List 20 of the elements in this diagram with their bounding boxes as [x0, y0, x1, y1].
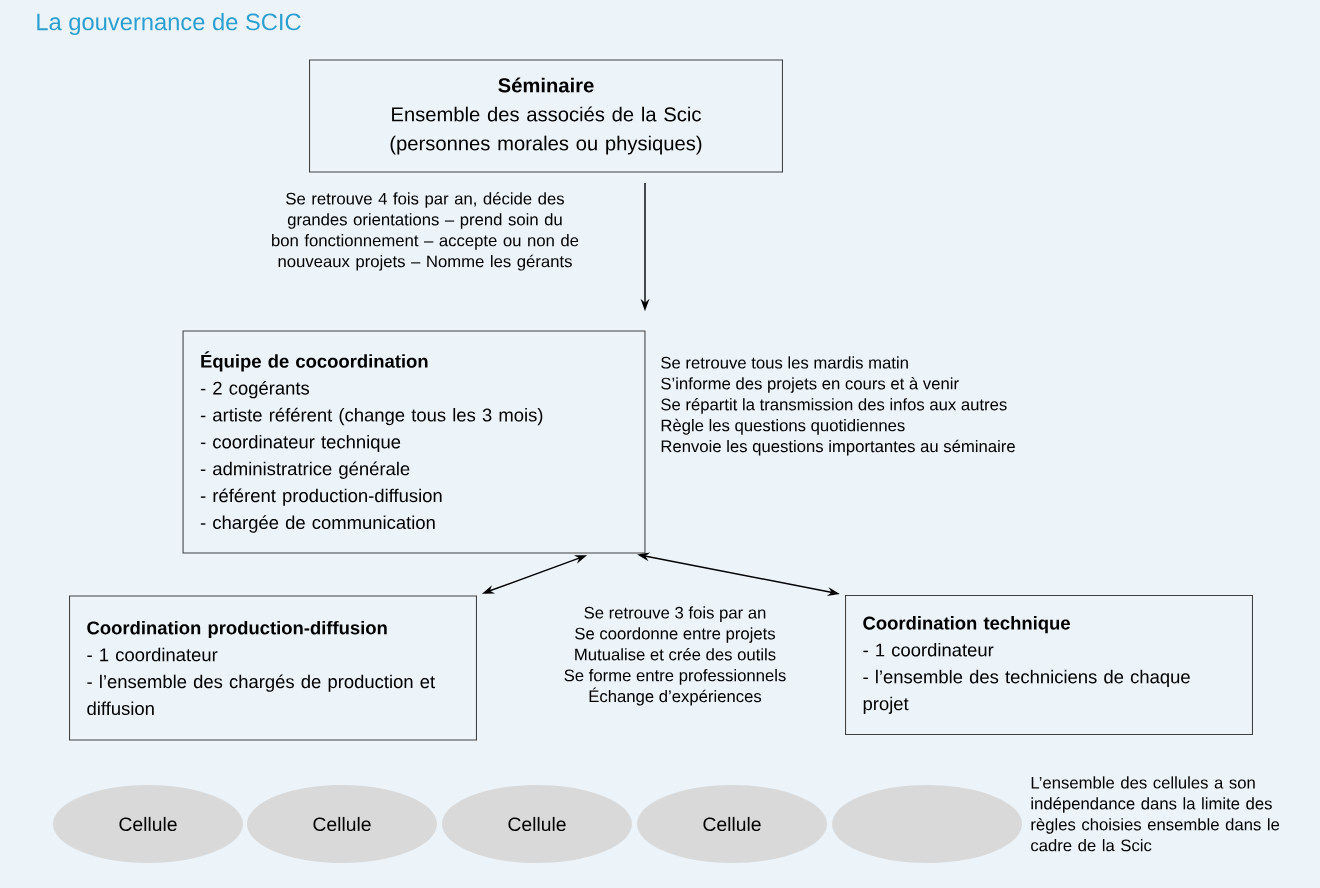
label: Se coordonne entre projets — [575, 627, 776, 643]
node-label: S’informe des projets en cours et à venir — [661, 377, 959, 393]
label: Se retrouve 3 fois par an — [584, 606, 766, 622]
node-label: Règle les questions quotidiennes — [661, 418, 905, 435]
node-label: Se retrouve tous les mardis matin — [661, 356, 908, 369]
description-text: Se retrouve tous les mardis matin S’informe des projets en cours et à venir Se répartit la transmission des infos aux autres Règle les questions quotidiennes Renvoie les questions importantes au séminaire — [661, 356, 1015, 456]
process-box: Coordination production-diffusion - 1 coordinateur - l’ensemble des chargés de production et diffusion — [69, 595, 477, 741]
edge-label: Se retrouve 4 fois par an, décide des grandes orientations – prend soin du bon fonctionnement – accepte ou non de nouveaux projets – Nomme les gérants — [272, 192, 579, 271]
unit-ellipse — [832, 785, 1022, 863]
label: Se forme entre professionnels — [564, 669, 786, 685]
title: La gouvernance de SCIC — [37, 12, 301, 36]
description-text: Se retrouve 3 fois par an Se coordonne entre projets Mutualise et crée des outils Se forme entre professionnels Échange d’expériences — [564, 606, 786, 706]
node-label: Se répartit la transmission des infos aux autres — [661, 397, 1007, 414]
process-box: Coordination technique - 1 coordinateur - l’ensemble des techniciens de chaque projet — [845, 595, 1253, 735]
label: Mutualise et crée des outils — [575, 647, 776, 661]
label: Échange d’expériences — [589, 687, 762, 706]
note-text: L’ensemble des cellules a son indépendance dans la limite des règles choisies ensemble dans le cadre de la Scic — [1031, 776, 1280, 852]
process-box: Équipe de cocoordination - 2 cogérants - artiste référent (change tous les 3 mois) - coordinateur technique - administratrice générale - référent production-diffusion - chargée de communication — [182, 330, 646, 554]
process-box: Séminaire Ensemble des associés de la Scic (personnes morales ou physiques) — [309, 59, 783, 173]
node-label: Renvoie les questions importantes au séminaire — [661, 439, 1015, 456]
